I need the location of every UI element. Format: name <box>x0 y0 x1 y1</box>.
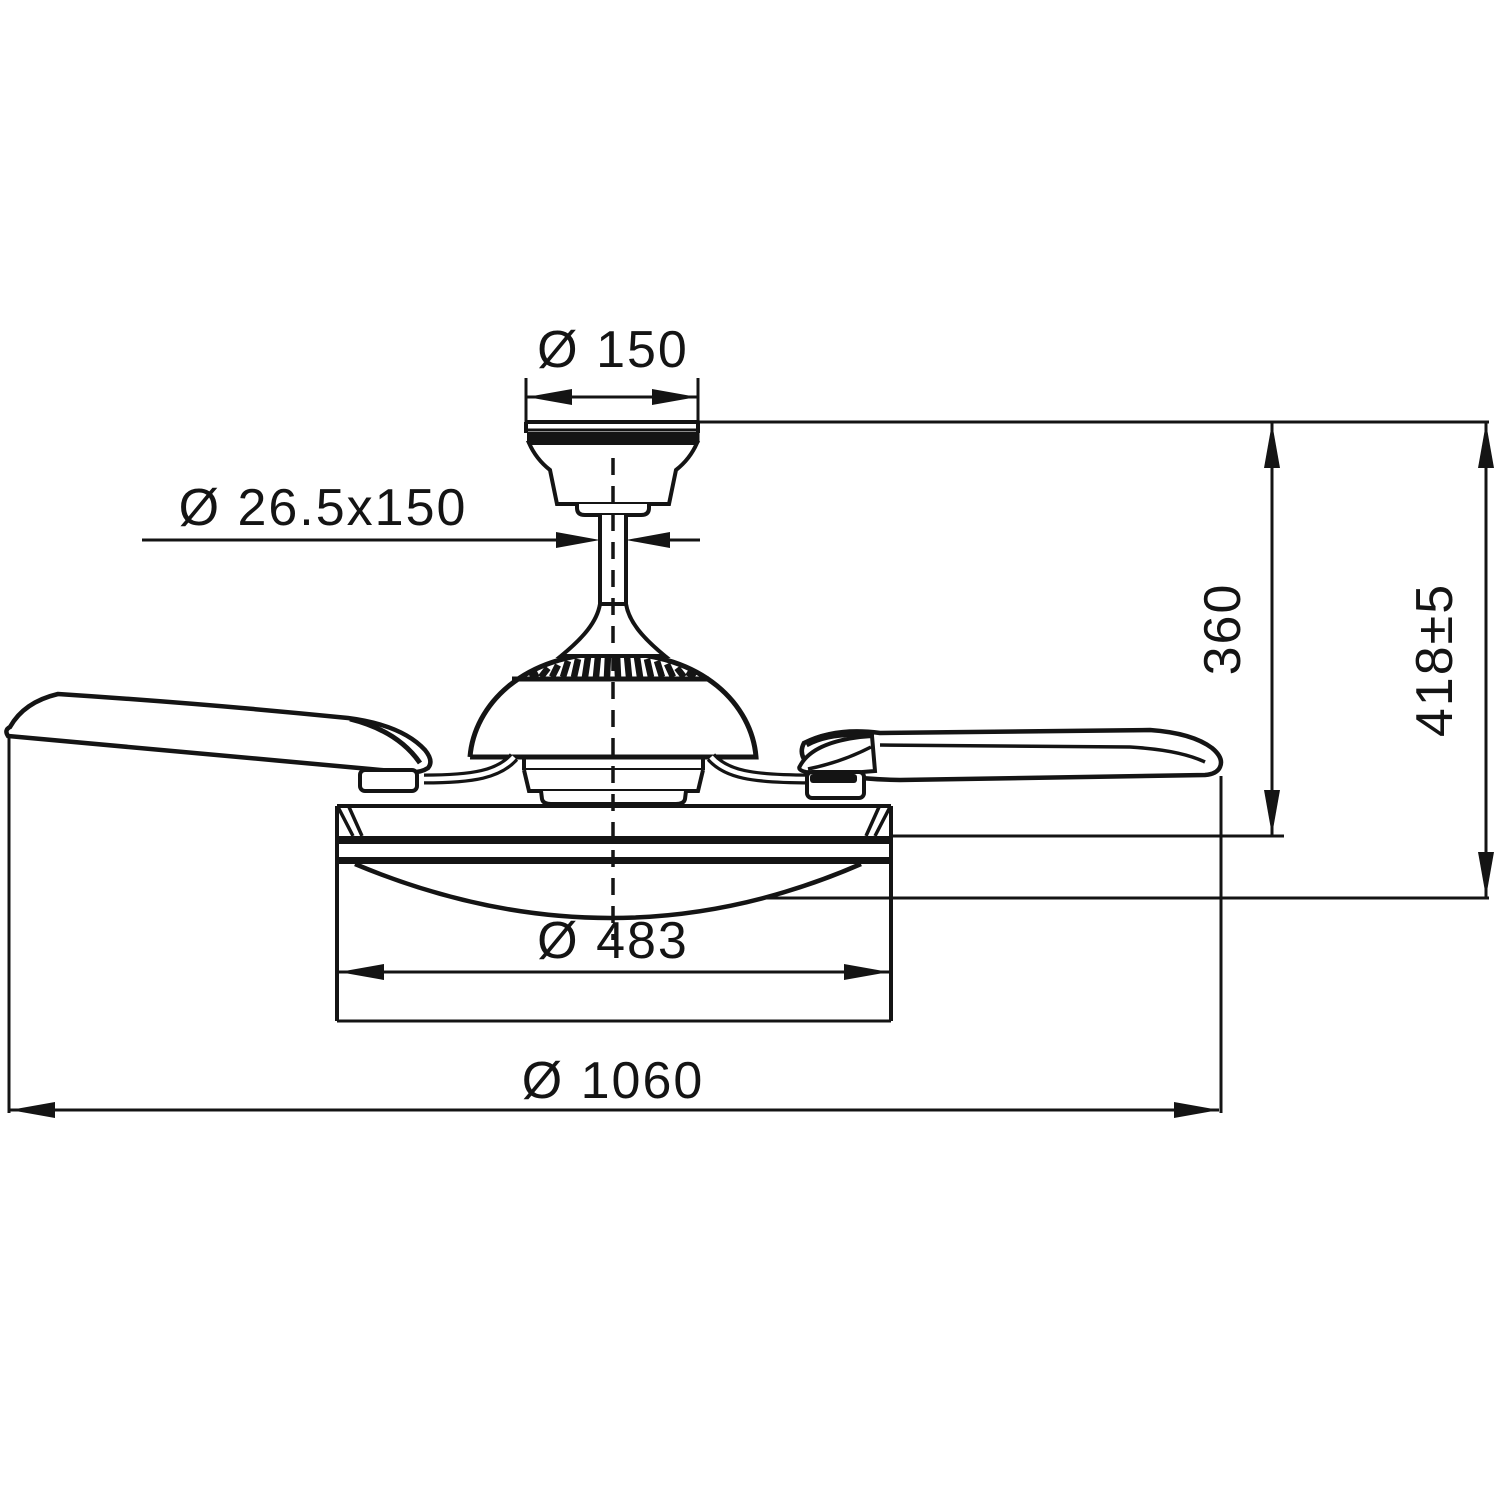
dim-overall-height-label: 418±5 <box>1406 583 1464 737</box>
dim-motor-height-label: 360 <box>1194 583 1252 676</box>
glass-diffuser-arc <box>354 861 862 921</box>
downrod <box>598 515 628 606</box>
left-blade-iron <box>358 768 419 793</box>
arrow-right <box>652 389 697 405</box>
blade-bracket-arms <box>423 753 811 785</box>
arrow-down <box>1264 790 1280 835</box>
arrow-down <box>1478 852 1494 897</box>
dim-downrod: Ø 26.5x150 <box>142 479 700 548</box>
dim-blade-span: Ø 1060 <box>7 737 1223 1118</box>
arrow-left <box>626 532 670 548</box>
motor-dome <box>467 650 759 760</box>
dim-blade-span-label: Ø 1060 <box>522 1052 705 1110</box>
fixture-corner-chamfers <box>336 806 892 837</box>
arrow-right <box>844 964 889 980</box>
right-blade <box>797 727 1224 783</box>
right-blade-surface-line <box>879 743 1206 764</box>
blade-irons <box>358 768 866 800</box>
arrow-up <box>1478 423 1494 468</box>
right-blade-end-crescent <box>804 730 875 748</box>
arrow-right <box>1174 1102 1219 1118</box>
dim-motor-height: 360 <box>891 423 1284 838</box>
dim-downrod-label: Ø 26.5x150 <box>179 479 468 537</box>
dim-canopy-diameter: Ø 150 <box>524 321 700 443</box>
dim-light-diameter: Ø 483 <box>339 912 889 980</box>
fixture-trim-band-upper <box>337 836 891 844</box>
left-blade-end-crescent <box>349 716 423 765</box>
canopy-band <box>527 432 698 443</box>
left-blade <box>4 691 433 775</box>
dim-light-diameter-label: Ø 483 <box>537 912 689 970</box>
arrow-left <box>339 964 384 980</box>
arrow-left <box>527 389 572 405</box>
arrow-right <box>556 532 600 548</box>
dim-overall-height: 418±5 <box>766 423 1494 900</box>
arrow-up <box>1264 423 1280 468</box>
vent-band-ticks <box>528 654 697 680</box>
dim-canopy-diameter-label: Ø 150 <box>537 321 689 379</box>
arrow-left <box>10 1102 55 1118</box>
